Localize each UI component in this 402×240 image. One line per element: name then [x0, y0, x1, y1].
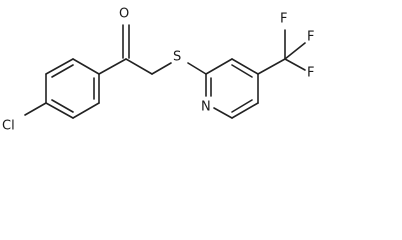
sulfur-atom-label: S [173, 50, 181, 65]
nitrogen-atom-label: N [201, 100, 211, 115]
bond-pyridine-cf3 [257, 58, 286, 75]
fluorine-atom-label-1: F [280, 12, 287, 27]
bond-ring1-inner-3 [51, 99, 74, 113]
bond-cf3-f-upper-right [284, 42, 306, 60]
bond-sulfur-pyridine [187, 62, 207, 75]
bond-pyr-inner-1 [231, 64, 253, 78]
oxygen-atom-label: O [119, 7, 129, 22]
bond-ring1-e [72, 102, 100, 119]
pyridine-ring [205, 58, 259, 119]
bond-pyr-c5-c6 [231, 102, 259, 119]
bond-ring1-c [72, 58, 100, 75]
bond-ring-chlorine [24, 102, 47, 116]
bond-pyr-c3-c4 [231, 58, 259, 75]
fluorine-atom-label-3: F [307, 66, 314, 81]
fluorine-atom-label-2: F [307, 30, 314, 45]
bond-pyr-c2-c3 [205, 58, 233, 75]
bond-pyr-inner-2 [231, 99, 253, 113]
bond-cf3-f-right [284, 58, 306, 71]
bond-carbonyl-methylene [125, 58, 153, 75]
bond-methylene-sulfur [151, 62, 172, 75]
chemical-structure-diagram: Cl O S N F F F [2, 7, 314, 134]
bond-ring1-inner-1 [51, 64, 74, 78]
chlorophenyl-ring [45, 58, 100, 119]
bond-ring1-b [45, 58, 74, 75]
bond-pyr-c6-n [213, 107, 233, 119]
bond-ring-carbonyl [98, 58, 127, 75]
bond-ring1-f [45, 102, 74, 119]
chlorine-atom-label: Cl [2, 119, 15, 134]
